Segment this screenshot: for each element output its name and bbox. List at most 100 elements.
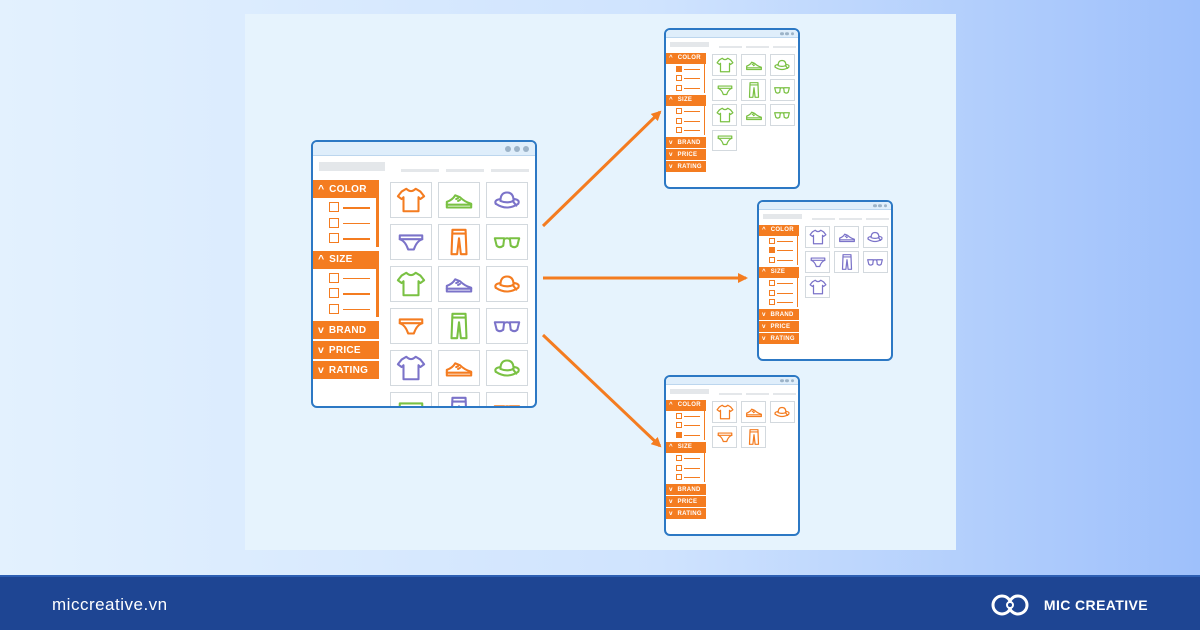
window-control-dot[interactable]: [790, 31, 795, 36]
product-card[interactable]: [805, 276, 831, 298]
filter-checkbox-color-1[interactable]: [768, 238, 775, 244]
product-card[interactable]: [438, 350, 480, 386]
product-card[interactable]: [390, 350, 432, 386]
window-control-dot[interactable]: [780, 378, 784, 383]
product-card[interactable]: [486, 224, 528, 260]
product-card[interactable]: [834, 251, 860, 273]
filter-checkbox-color-1[interactable]: [675, 66, 682, 72]
filter-checkbox-color-3[interactable]: [675, 84, 682, 91]
product-card[interactable]: [769, 54, 795, 76]
product-card[interactable]: [741, 104, 767, 126]
product-card[interactable]: [862, 226, 888, 248]
product-card[interactable]: [438, 308, 480, 344]
product-card[interactable]: [769, 104, 795, 126]
product-card[interactable]: [438, 224, 480, 260]
window-control-dot[interactable]: [523, 145, 529, 152]
product-card[interactable]: [390, 308, 432, 344]
product-card[interactable]: [862, 251, 888, 273]
filter-checkbox-size-2[interactable]: [329, 288, 339, 298]
filter-checkbox-color-2[interactable]: [675, 422, 682, 429]
product-card[interactable]: [486, 392, 528, 406]
filter-checkbox-size-2[interactable]: [675, 464, 682, 471]
product-card[interactable]: [741, 54, 767, 76]
filter-section-color[interactable]: ^COLOR: [759, 224, 799, 236]
filter-section-size[interactable]: ^SIZE: [759, 267, 799, 278]
filter-section-size[interactable]: ^SIZE: [666, 95, 706, 106]
filter-section-size[interactable]: ^SIZE: [666, 442, 706, 453]
product-card[interactable]: [438, 266, 480, 302]
product-card[interactable]: [712, 104, 738, 126]
filter-section-color[interactable]: ^COLOR: [313, 180, 379, 198]
window-control-dot[interactable]: [873, 203, 877, 208]
product-card[interactable]: [769, 401, 795, 423]
search-bar-placeholder[interactable]: [319, 162, 385, 171]
product-card[interactable]: [438, 182, 480, 218]
window-control-dot[interactable]: [785, 378, 790, 383]
window-control-dot[interactable]: [514, 145, 520, 152]
site-url[interactable]: miccreative.vn: [52, 595, 168, 614]
product-card[interactable]: [390, 392, 432, 406]
filter-checkbox-size-1[interactable]: [675, 455, 682, 462]
product-card[interactable]: [390, 266, 432, 302]
filter-checkbox-color-3[interactable]: [329, 233, 339, 243]
product-card[interactable]: [390, 182, 432, 218]
filter-checkbox-size-2[interactable]: [675, 117, 682, 124]
product-card[interactable]: [486, 308, 528, 344]
filter-checkbox-size-1[interactable]: [675, 108, 682, 115]
filter-checkbox-color-3[interactable]: [768, 256, 775, 263]
filter-checkbox-size-2[interactable]: [768, 289, 775, 296]
product-card[interactable]: [438, 392, 480, 406]
window-control-dot[interactable]: [780, 31, 784, 36]
filter-checkbox-color-1[interactable]: [329, 202, 339, 212]
product-card[interactable]: [805, 251, 831, 273]
product-card[interactable]: [834, 226, 860, 248]
filter-checkbox-color-2[interactable]: [768, 247, 775, 254]
product-card[interactable]: [741, 79, 767, 101]
filter-checkbox-color-1[interactable]: [675, 413, 682, 419]
filter-checkbox-size-3[interactable]: [675, 473, 682, 480]
window-control-dot[interactable]: [883, 203, 888, 208]
product-card[interactable]: [486, 182, 528, 218]
search-bar-placeholder[interactable]: [762, 214, 803, 220]
window-control-dot[interactable]: [790, 378, 795, 383]
filter-section-color[interactable]: ^COLOR: [666, 52, 706, 64]
product-card[interactable]: [486, 266, 528, 302]
product-card[interactable]: [712, 129, 738, 152]
product-card[interactable]: [805, 226, 831, 248]
filter-checkbox-size-3[interactable]: [675, 126, 682, 133]
window-control-dot[interactable]: [878, 203, 883, 208]
filter-checkbox-size-3[interactable]: [329, 303, 339, 314]
product-card[interactable]: [769, 79, 795, 101]
filter-checkbox-size-1[interactable]: [768, 280, 775, 287]
product-card[interactable]: [712, 401, 738, 423]
filter-checkbox-color-3[interactable]: [675, 431, 682, 438]
filter-checkbox-size-3[interactable]: [768, 298, 775, 305]
filter-checkbox-color-2[interactable]: [675, 75, 682, 82]
filter-section-size[interactable]: ^SIZE: [313, 250, 379, 269]
window-control-dot[interactable]: [505, 145, 511, 152]
product-card[interactable]: [741, 426, 767, 448]
product-card[interactable]: [712, 426, 738, 448]
search-bar-placeholder[interactable]: [669, 389, 710, 395]
search-bar-placeholder[interactable]: [669, 42, 710, 48]
product-card[interactable]: [712, 79, 738, 101]
product-card[interactable]: [390, 224, 432, 260]
product-card[interactable]: [741, 401, 767, 423]
window-control-dot[interactable]: [785, 31, 790, 36]
filter-section-color[interactable]: ^COLOR: [666, 399, 706, 411]
product-card[interactable]: [486, 350, 528, 386]
product-card[interactable]: [712, 54, 738, 76]
filter-checkbox-color-2[interactable]: [329, 217, 339, 228]
filter-checkbox-size-1[interactable]: [329, 272, 339, 283]
